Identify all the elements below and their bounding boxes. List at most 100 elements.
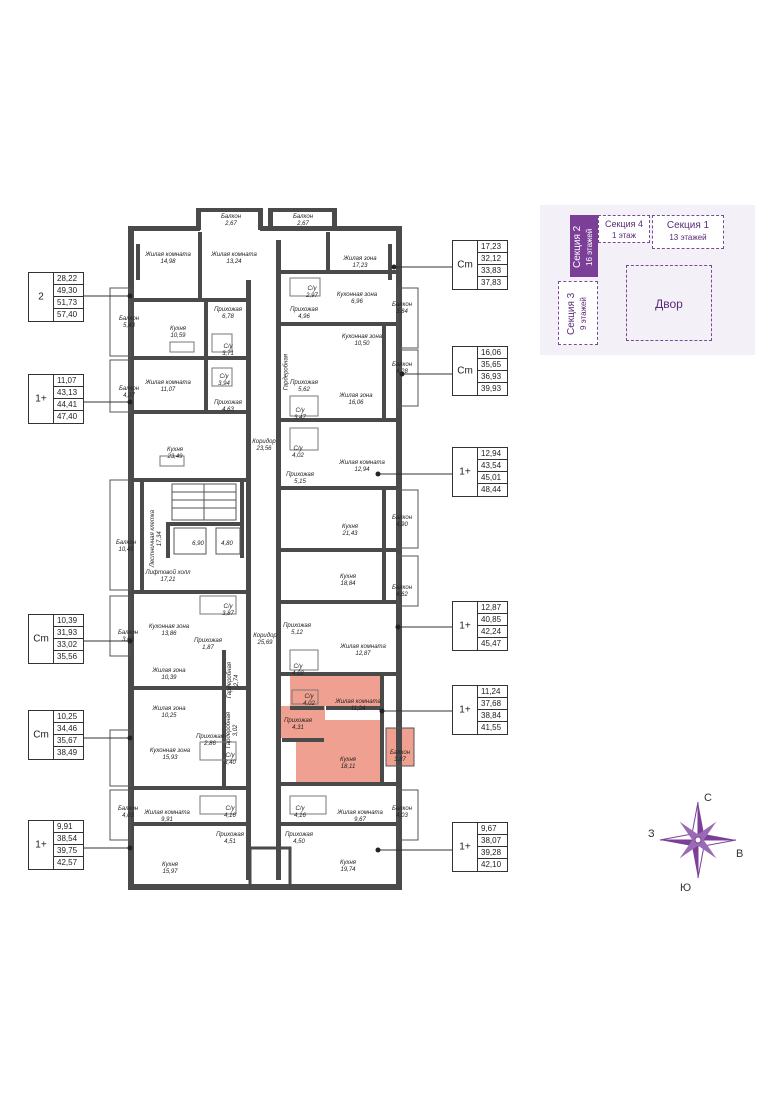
room-area: 23,56 <box>256 446 272 452</box>
room-area: 4,02 <box>292 453 304 459</box>
apartment-area-value: 37,68 <box>478 698 507 710</box>
room-label: 6,90 <box>192 541 204 548</box>
compass-east: В <box>736 848 744 860</box>
apartment-area-value: 45,01 <box>478 472 507 484</box>
apartment-area-value: 12,94 <box>478 448 507 460</box>
room-name: Жилая комната <box>145 252 191 258</box>
room-area: 10,45 <box>118 547 134 553</box>
room-area: 2,67 <box>225 221 237 227</box>
room-name: Прихожая <box>194 638 222 644</box>
room-area: 4,02 <box>292 671 304 677</box>
room-area: 12,87 <box>355 651 371 657</box>
room-area: 11,24 <box>350 706 366 712</box>
apartment-type: 1+ <box>35 393 47 405</box>
room-name: Кухня <box>342 524 358 530</box>
key-plan-section-3: Секция 3 9 этажей <box>558 281 598 345</box>
section-2-label: Секция 2 <box>572 225 583 269</box>
room-name: Балкон <box>389 750 411 756</box>
compass-rose-icon <box>659 801 737 879</box>
room-name: Прихожая <box>290 380 318 386</box>
room-area: 3,71 <box>222 351 234 357</box>
room-area: 10,39 <box>161 675 177 681</box>
room-area: 5,12 <box>291 630 303 636</box>
compass-south: Ю <box>680 882 692 894</box>
apartment-area-value: 48,44 <box>481 485 502 494</box>
room-area: 16,06 <box>348 400 364 406</box>
apartment-area-value: 38,07 <box>478 835 507 847</box>
room-name: Прихожая <box>286 472 314 478</box>
room-name: Жилая комната <box>145 380 191 386</box>
room-area: 2,97 <box>306 293 318 299</box>
room-name: Кухня <box>340 574 356 580</box>
stairwell <box>171 483 241 555</box>
apartment-area-value: 28,22 <box>54 273 83 285</box>
room-area: 12,94 <box>354 467 370 473</box>
apartment-area-value: 40,85 <box>478 614 507 626</box>
apartment-type-cell: Cm <box>452 240 478 290</box>
room-area: 4,03 <box>396 813 408 819</box>
room-area: 1,87 <box>202 645 214 651</box>
apartment-area-value: 34,46 <box>54 723 83 735</box>
apartment-area-value: 11,24 <box>478 686 507 698</box>
room-area: 13,24 <box>226 259 242 265</box>
room-name: Прихожая <box>214 400 242 406</box>
apartment-area-value: 32,12 <box>478 253 507 265</box>
room-name: Кухня <box>162 862 178 868</box>
room-name: Балкон <box>391 302 413 308</box>
room-area: 4,02 <box>303 701 315 707</box>
room-area: 21,43 <box>342 531 358 537</box>
apartment-type-cell: Cm <box>28 710 54 760</box>
room-area: 5,62 <box>298 387 310 393</box>
room-name: Кухонная зона <box>149 748 191 754</box>
apartment-area-value: 42,57 <box>57 858 78 867</box>
apartment-area-value: 36,93 <box>478 371 507 383</box>
apartment-type-cell: 1+ <box>452 601 478 651</box>
apartment-type-cell: 1+ <box>452 685 478 735</box>
room-area: 18,84 <box>340 581 356 587</box>
key-plan-section-2: Секция 2 16 этажей <box>570 215 598 277</box>
room-name: Балкон <box>391 515 413 521</box>
apartment-area-value: 9,91 <box>54 821 83 833</box>
room-area: 3,02 <box>233 724 239 736</box>
section-3-floors: 9 этажей <box>579 297 588 331</box>
room-name: Балкон <box>391 362 413 368</box>
room-name: С/у <box>219 374 229 380</box>
room-area: 2,74 <box>234 674 240 686</box>
room-name: Коридор <box>253 633 277 639</box>
room-name: Прихожая <box>290 307 318 313</box>
room-area: 6,90 <box>192 541 204 547</box>
section-3-label: Секция 3 <box>566 292 577 336</box>
room-name: Балкон <box>220 214 242 220</box>
selected-apartment-kitchen <box>296 720 382 782</box>
room-name: Гардеробная <box>227 662 233 699</box>
leader-lines <box>84 266 452 851</box>
room-name: Балкон <box>391 585 413 591</box>
